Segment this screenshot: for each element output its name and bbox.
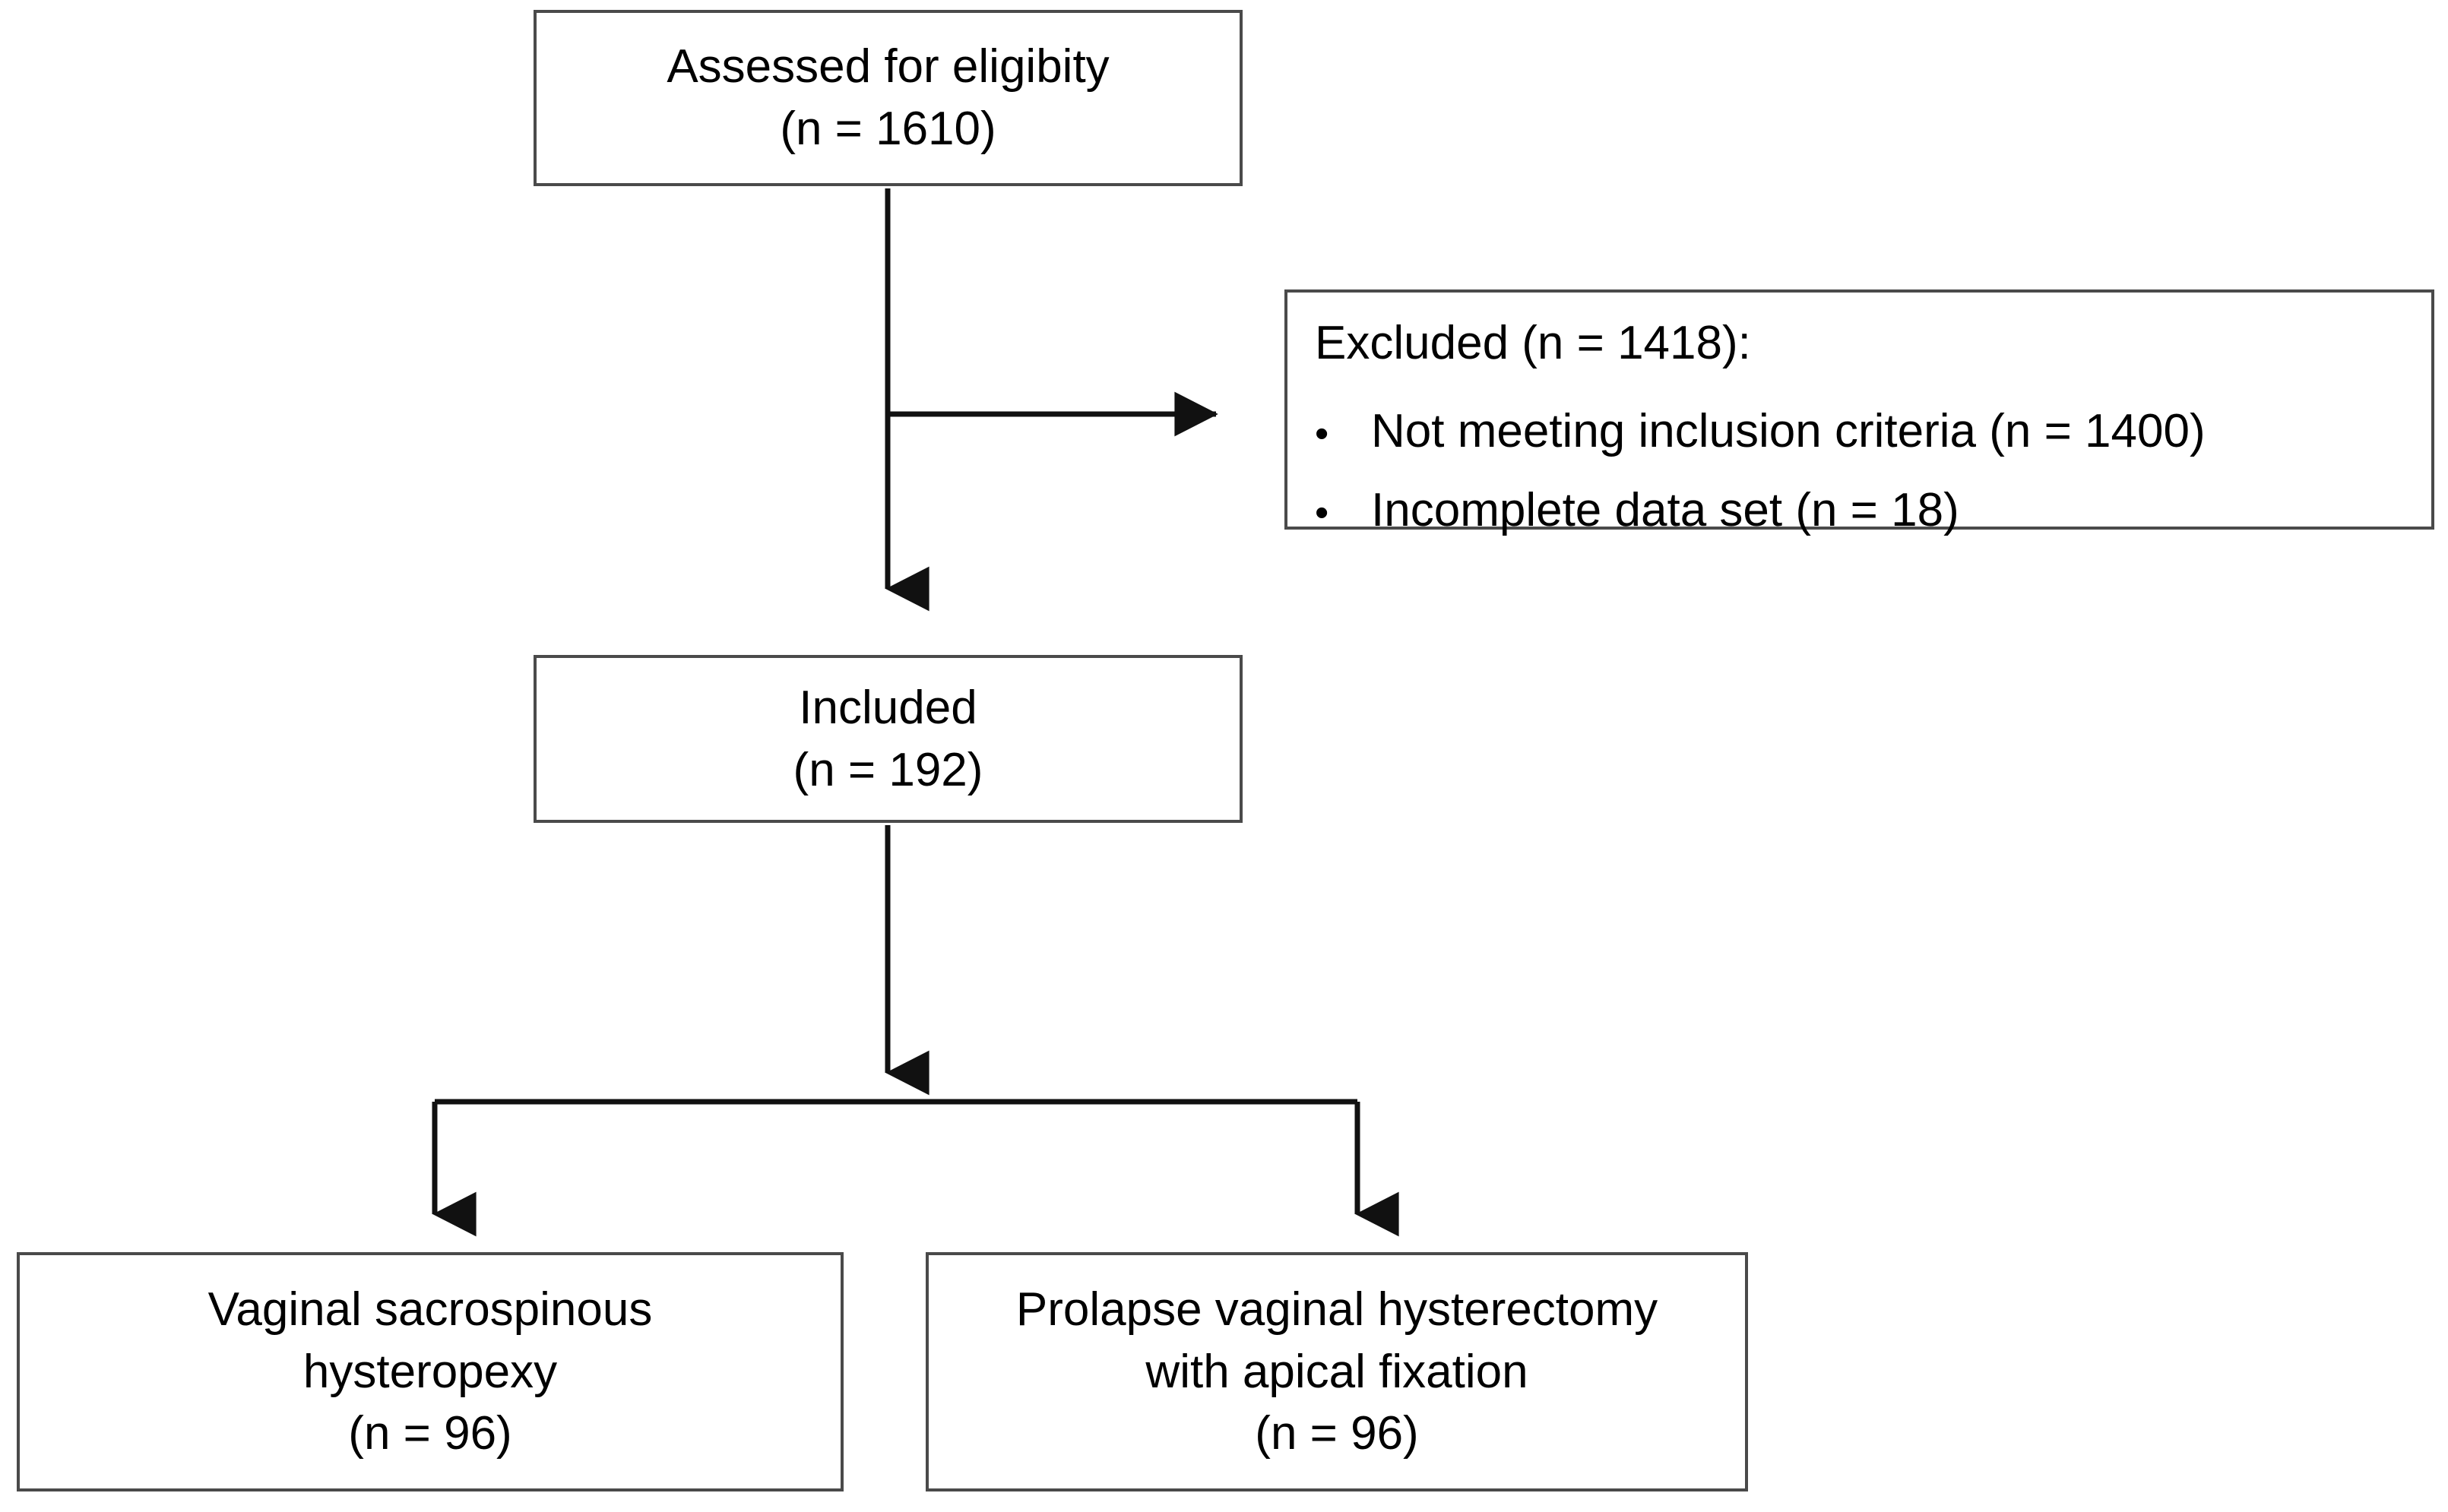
excluded-reason-item: • Incomplete data set (n = 18) xyxy=(1315,479,1959,542)
arm-right-line-1: Prolapse vaginal hysterectomy xyxy=(1015,1283,1658,1336)
node-included: Included (n = 192) xyxy=(534,655,1243,823)
excluded-reason-text: Not meeting inclusion criteria (n = 1400… xyxy=(1371,404,2206,457)
arm-left-line-1: Vaginal sacrospinous xyxy=(207,1283,653,1336)
excluded-heading: Excluded (n = 1418): xyxy=(1315,317,1751,369)
arm-right-count: (n = 96) xyxy=(1255,1407,1419,1460)
excluded-reason-text: Incomplete data set (n = 18) xyxy=(1371,483,1959,536)
bullet-icon: • xyxy=(1315,411,1329,456)
excluded-reason-item: • Not meeting inclusion criteria (n = 14… xyxy=(1315,400,2206,463)
node-arm-prolapse-vaginal-hysterectomy: Prolapse vaginal hysterectomy with apica… xyxy=(926,1252,1748,1491)
node-arm-vaginal-sacrospinous-hysteropexy: Vaginal sacrospinous hysteropexy (n = 96… xyxy=(17,1252,844,1491)
assessed-count: (n = 1610) xyxy=(780,103,996,155)
bullet-icon: • xyxy=(1315,490,1329,535)
arm-left-line-2: hysteropexy xyxy=(302,1345,558,1398)
node-excluded: Excluded (n = 1418): • Not meeting inclu… xyxy=(1284,289,2434,536)
node-assessed-for-eligibility: Assessed for eligibity (n = 1610) xyxy=(534,10,1243,186)
assessed-label: Assessed for eligibity xyxy=(667,40,1110,93)
arm-right-line-2: with apical fixation xyxy=(1145,1345,1528,1398)
arm-left-count: (n = 96) xyxy=(348,1407,512,1460)
included-count: (n = 192) xyxy=(793,743,983,796)
included-label: Included xyxy=(799,681,977,734)
